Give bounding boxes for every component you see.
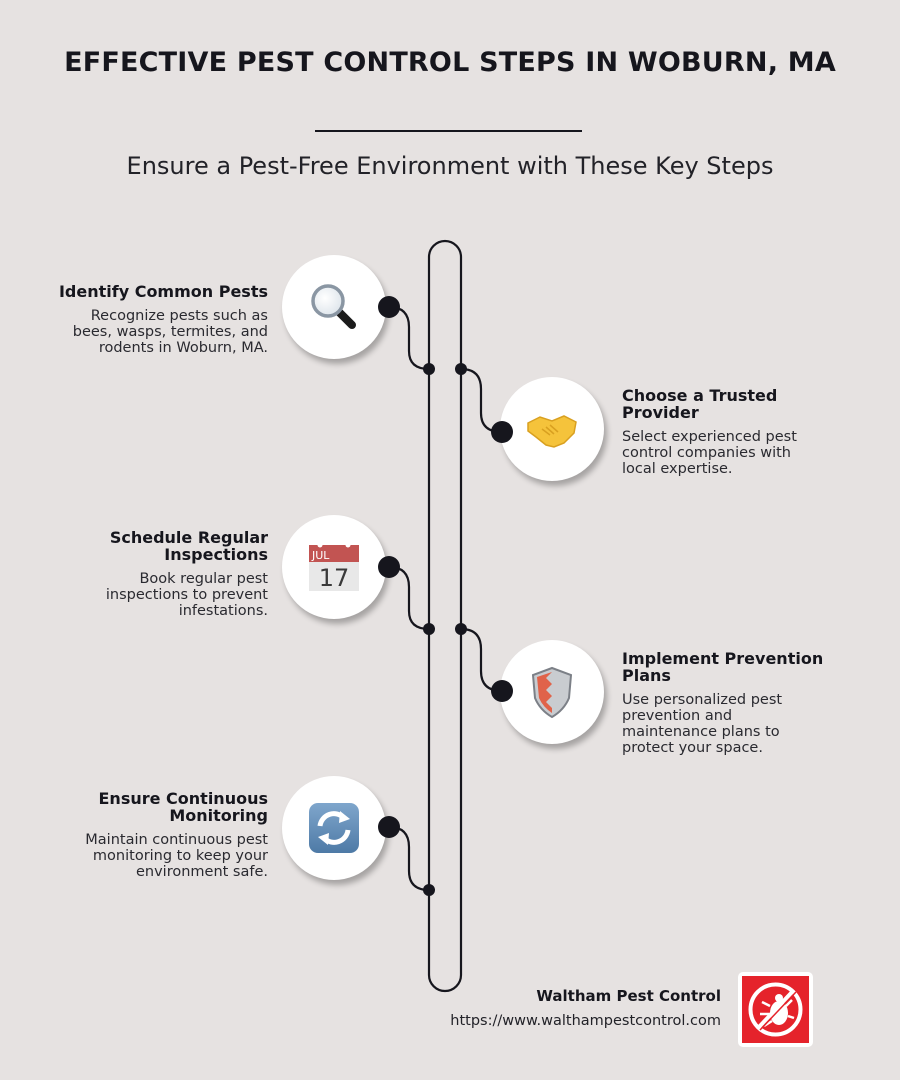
title-divider: [315, 130, 582, 132]
step-trusted-provider: Choose a Trusted Provider Select experie…: [622, 387, 842, 477]
step-title: Implement Prevention Plans: [622, 649, 824, 685]
company-url[interactable]: https://www.walthampestcontrol.com: [450, 1013, 721, 1029]
step-icon-circle: [282, 776, 386, 880]
step-icon-circle: [500, 377, 604, 481]
no-bug-icon: [748, 982, 803, 1037]
step-identify-pests: Identify Common Pests Recognize pests su…: [38, 283, 268, 356]
step-continuous-monitoring: Ensure Continuous Monitoring Maintain co…: [38, 790, 268, 880]
step-title: Ensure Continuous Monitoring: [98, 789, 269, 825]
step-schedule-inspections: Schedule Regular Inspections Book regula…: [38, 529, 268, 619]
step-description: Use personalized pest prevention and mai…: [622, 692, 783, 756]
page-subtitle: Ensure a Pest-Free Environment with Thes…: [126, 152, 774, 180]
step-icon-circle: JUL 17: [282, 515, 386, 619]
shield-icon: [531, 666, 573, 719]
step-description: Maintain continuous pest monitoring to k…: [85, 832, 268, 880]
step-description: Book regular pest inspections to prevent…: [105, 571, 268, 619]
step-title: Choose a Trusted Provider: [622, 386, 778, 422]
step-icon-circle: [282, 255, 386, 359]
step-title: Identify Common Pests: [58, 282, 268, 301]
calendar-icon: JUL 17: [309, 542, 359, 592]
svg-text:17: 17: [319, 564, 350, 592]
company-logo: [738, 972, 813, 1047]
step-prevention-plans: Implement Prevention Plans Use personali…: [622, 650, 842, 756]
magnifying-glass-icon: [311, 284, 356, 329]
step-title: Schedule Regular Inspections: [109, 528, 268, 564]
page-title: EFFECTIVE PEST CONTROL STEPS IN WOBURN, …: [64, 47, 836, 78]
step-description: Select experienced pest control companie…: [622, 429, 797, 477]
company-name: Waltham Pest Control: [536, 987, 721, 1005]
handshake-icon: [527, 415, 577, 448]
step-icon-circle: [500, 640, 604, 744]
step-description: Recognize pests such as bees, wasps, ter…: [72, 308, 268, 356]
refresh-icon: [309, 803, 359, 853]
svg-text:JUL: JUL: [311, 549, 330, 562]
